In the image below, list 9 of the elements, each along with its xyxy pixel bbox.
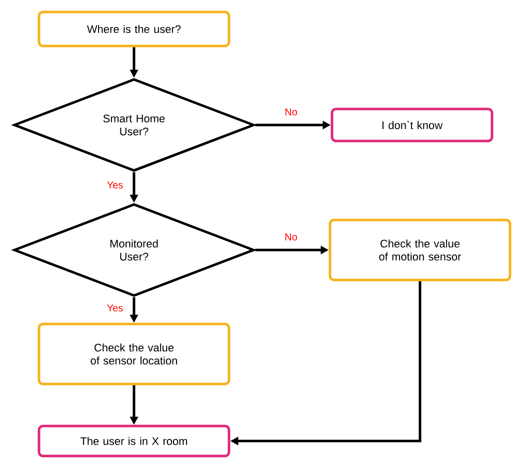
edge-label: Yes: [107, 304, 123, 312]
edge-label: No: [285, 108, 297, 116]
edge-label: No: [285, 234, 297, 240]
terminal-box: The user is in X room: [38, 424, 230, 458]
process-box: Check the value of sensor location: [38, 322, 230, 386]
edge-label: Yes: [107, 182, 123, 188]
process-box: Check the value of motion sensor: [328, 218, 512, 282]
terminal-box: I don`t know: [330, 108, 494, 142]
process-box: Where is the user?: [38, 10, 230, 48]
